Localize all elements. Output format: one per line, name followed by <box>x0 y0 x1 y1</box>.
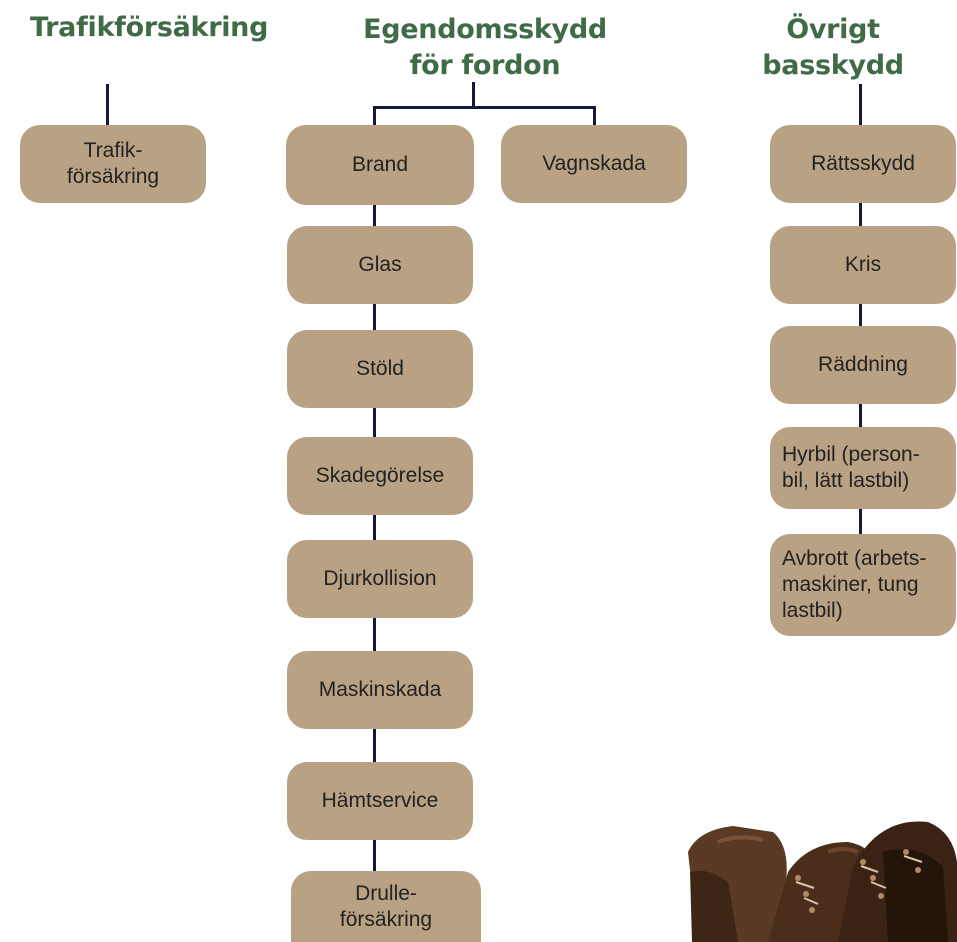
box-label: Hyrbil (person- bil, lätt lastbil) <box>782 443 920 492</box>
box-hamtservice: Hämtservice <box>287 762 473 840</box>
box-maskinskada: Maskinskada <box>287 651 473 729</box>
box-label: Brand <box>351 153 409 176</box>
box-label: Stöld <box>356 357 404 380</box>
box-drulleforsakring: Drulle- försäkring <box>291 871 481 942</box>
box-label: Vagnskada <box>542 152 646 175</box>
box-label: Räddning <box>818 353 908 376</box>
box-kris: Kris <box>770 226 956 304</box>
heading-trafikforsakring: Trafikförsäkring <box>30 12 269 43</box>
heading-ovrigt-basskydd: Övrigt basskydd <box>762 14 904 81</box>
box-brand: Brand <box>286 125 474 205</box>
connector-line <box>106 84 109 126</box>
box-trafikforsakring: Trafik- försäkring <box>20 125 206 203</box>
box-label: Avbrott (arbets- maskiner, tung lastbil) <box>782 547 927 622</box>
connector-line <box>472 82 475 108</box>
box-label: Maskinskada <box>318 678 442 701</box>
connector-line <box>373 106 376 126</box>
boots-image <box>688 821 957 942</box>
connector-line <box>373 106 596 109</box>
box-vagnskada: Vagnskada <box>501 125 687 203</box>
box-label: Skadegörelse <box>315 464 445 487</box>
connector-line <box>859 84 862 126</box>
box-raddning: Räddning <box>770 326 956 404</box>
box-hyrbil: Hyrbil (person- bil, lätt lastbil) <box>770 427 956 509</box>
heading-egendomsskydd: Egendomsskydd för fordon <box>363 14 607 81</box>
box-djurkollision: Djurkollision <box>287 540 473 618</box>
box-label: Trafik- försäkring <box>66 139 160 188</box>
box-label: Rättsskydd <box>811 152 915 175</box>
box-stold: Stöld <box>287 330 473 408</box>
box-label: Kris <box>844 253 882 276</box>
connector-line <box>593 106 596 126</box>
box-skadegorelse: Skadegörelse <box>287 437 473 515</box>
box-label: Djurkollision <box>323 567 437 590</box>
box-avbrott: Avbrott (arbets- maskiner, tung lastbil) <box>770 534 956 636</box>
box-glas: Glas <box>287 226 473 304</box>
box-rattsskydd: Rättsskydd <box>770 125 956 203</box>
box-label: Drulle- försäkring <box>339 881 433 931</box>
box-label: Glas <box>358 253 402 276</box>
box-label: Hämtservice <box>321 789 439 812</box>
